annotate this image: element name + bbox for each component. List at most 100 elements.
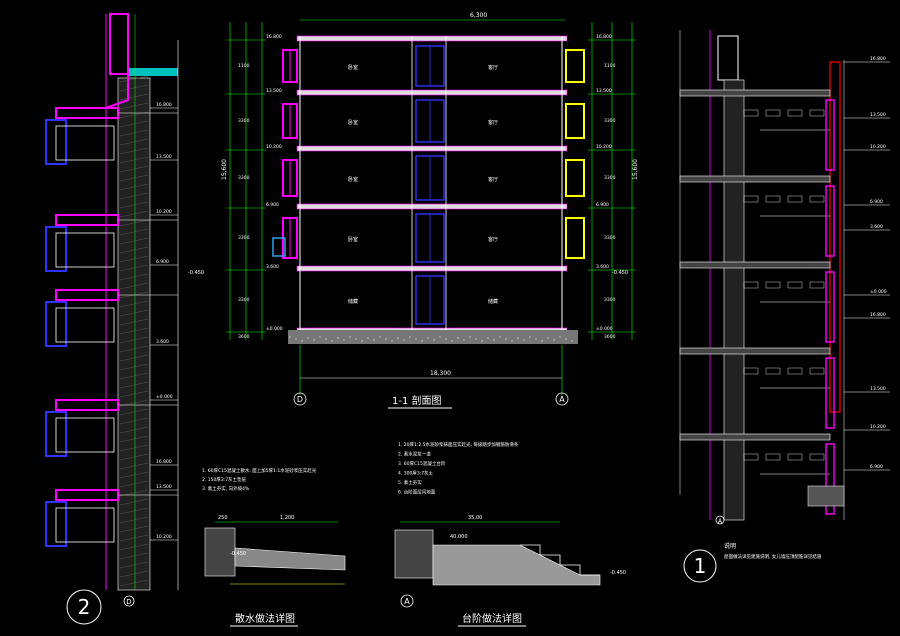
hatch-dot (499, 336, 501, 338)
hollow-block (743, 195, 759, 203)
wall-hatch (119, 75, 149, 587)
axis-bubble-a (555, 392, 569, 406)
hatch-line (119, 471, 149, 479)
hatch-line (119, 264, 149, 272)
hatch-dot (535, 338, 537, 340)
hatch-dot (349, 336, 351, 338)
slab-right (679, 261, 831, 269)
hatch-line (119, 201, 149, 209)
hatch-line (119, 534, 149, 542)
hatch-dot (415, 338, 417, 340)
hatch-dot (367, 337, 369, 339)
hatch-line (119, 273, 149, 281)
floor-slab (296, 145, 568, 152)
hatch-line (119, 552, 149, 560)
floor-level-right: 16.800 (596, 34, 612, 40)
room-label: 客厅 (488, 236, 498, 243)
window-right (565, 217, 585, 259)
level-text-right: 6.900 (870, 199, 883, 205)
floor-dim-right: 3600 (604, 334, 616, 340)
step-profile (520, 544, 600, 576)
hollow-block (809, 195, 825, 203)
level-text: 16.800 (156, 102, 172, 108)
floor-dim-left: 3600 (238, 334, 250, 340)
window-frame-right (825, 99, 835, 171)
hatch-dot (373, 339, 375, 341)
floor-level-left: 16.800 (266, 34, 282, 40)
step-note-line: 6. 台阶面层同地面 (398, 489, 436, 496)
step-title: 台阶做法详图 (462, 612, 522, 625)
room-label: 储藏 (348, 298, 358, 305)
hatch-dot (475, 338, 477, 340)
hatch-dot (325, 338, 327, 340)
level-text: 16.800 (156, 459, 172, 465)
floor-slab (296, 35, 568, 42)
drain-note-line: 2. 150厚3:7灰土垫层 (202, 476, 247, 483)
hatch-line (119, 480, 149, 488)
hatch-dot (307, 337, 309, 339)
drain-dim-width: 1,200 (280, 515, 294, 521)
level-text-right: ±0.000 (870, 289, 887, 295)
hatch-line (119, 327, 149, 335)
hatch-line (119, 165, 149, 173)
floor-dim-left: 3300 (238, 235, 250, 241)
axis-label-d: D (297, 395, 303, 404)
drain-note-line: 1. 60厚C15混凝土散水, 面上加5厚1:1水泥砂浆压实赶光 (202, 467, 317, 474)
floor-level-right: ±0.000 (596, 326, 613, 332)
hatch-dot (301, 340, 303, 342)
level-text-right: 10.200 (870, 424, 886, 430)
hollow-block (787, 453, 803, 461)
slab-right (679, 347, 831, 355)
hatch-line (119, 192, 149, 200)
window-right (565, 159, 585, 197)
floor-dim-left: 3300 (238, 297, 250, 303)
window-frame-right (825, 357, 835, 429)
hatch-line (119, 390, 149, 398)
hatch-dot (571, 340, 573, 342)
floor-level-left: 6.900 (266, 202, 279, 208)
hatch-line (119, 318, 149, 326)
hatch-dot (427, 337, 429, 339)
hatch-dot (439, 336, 441, 338)
drain-title: 散水做法详图 (235, 612, 295, 625)
drain-detail: 1. 60厚C15混凝土散水, 面上加5厚1:1水泥砂浆压实赶光 2. 150厚3… (202, 467, 346, 627)
room-label: 卧室 (348, 64, 358, 71)
level-text-right: 6.900 (870, 464, 883, 470)
hatch-dot (511, 340, 513, 342)
level-text: ±0.000 (156, 394, 173, 400)
axis-label-a-right: A (718, 518, 723, 525)
wall-mass-right (723, 79, 745, 521)
hatch-line (119, 93, 149, 101)
balcony-rail (55, 507, 115, 543)
step-note-line: 5. 素土夯实 (398, 479, 422, 486)
hatch-line (119, 84, 149, 92)
balcony-window (45, 501, 67, 547)
hatch-line (119, 282, 149, 290)
floor-dim-left: 3300 (238, 175, 250, 181)
step-note-line: 3. 60厚C15混凝土台阶 (398, 460, 446, 467)
hatch-dot (379, 336, 381, 338)
hatch-dot (469, 336, 471, 338)
floor-level-left: 13.500 (266, 88, 282, 94)
hatch-line (119, 372, 149, 380)
hatch-line (119, 462, 149, 470)
balcony-window (45, 119, 67, 165)
hatch-line (119, 516, 149, 524)
hatch-dot (457, 337, 459, 339)
level-text: 6.900 (156, 259, 169, 265)
room-label: 客厅 (488, 176, 498, 183)
hatch-line (119, 543, 149, 551)
drain-note-line: 3. 素土夯实, 向外坡4% (202, 485, 250, 492)
section-1-1: 15,600 15,600 6,300 卧室客厅卧室客厅卧室客厅卧室客厅储藏储藏… (188, 12, 639, 409)
hatch-line (119, 570, 149, 578)
floor-level-right: 6.900 (596, 202, 609, 208)
hatch-line (119, 363, 149, 371)
room-label: 卧室 (348, 176, 358, 183)
floor-slab (296, 265, 568, 272)
room-label: 储藏 (488, 298, 498, 305)
hatch-line (119, 138, 149, 146)
hatch-line (119, 345, 149, 353)
balcony-rail (55, 417, 115, 453)
hatch-line (119, 426, 149, 434)
floor-dim-right: 3300 (604, 235, 616, 241)
